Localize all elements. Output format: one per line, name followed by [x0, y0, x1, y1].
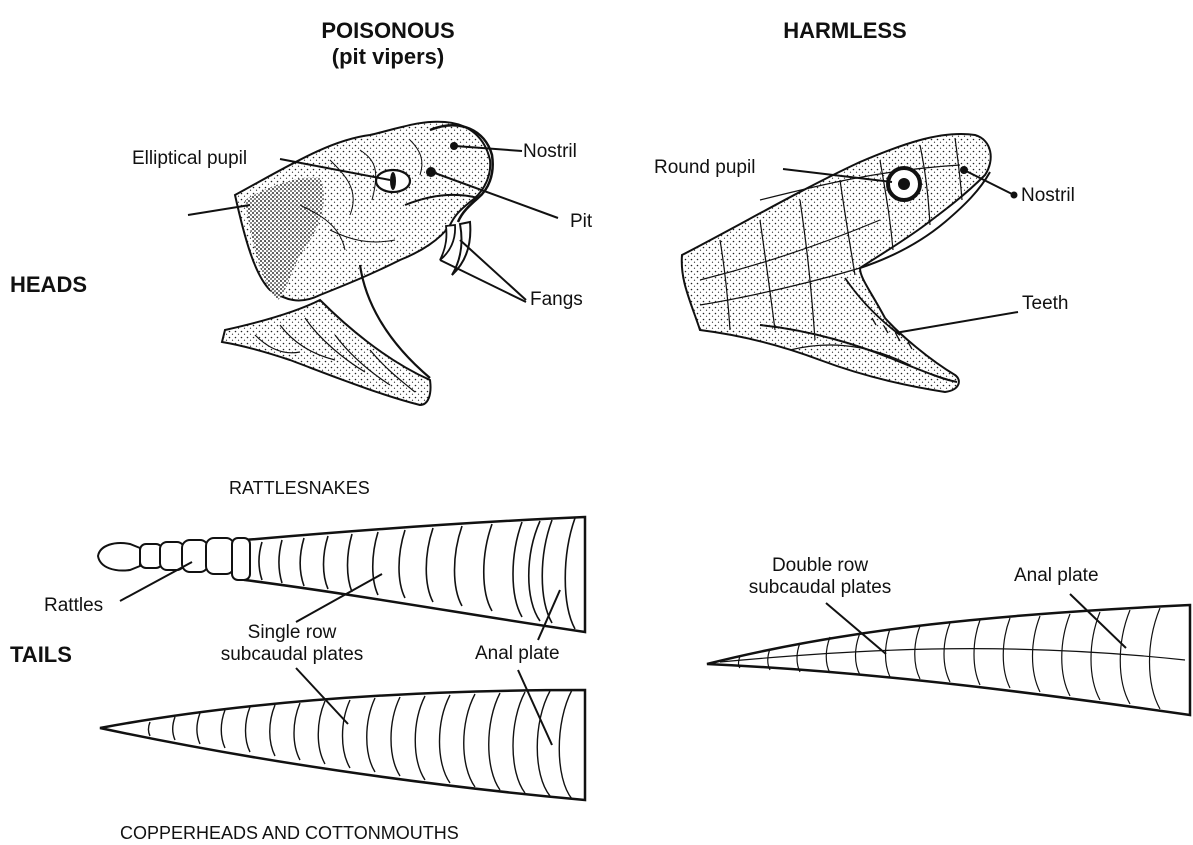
poisonous-title: POISONOUS — [308, 18, 468, 44]
poisonous-subtitle: (pit vipers) — [308, 44, 468, 70]
poisonous-column-title: POISONOUS (pit vipers) — [308, 18, 468, 70]
harmless-nostril-label: Nostril — [1021, 185, 1075, 207]
single-row-plates-label: Single row subcaudal plates — [197, 622, 387, 666]
single-row-plates-line1: Single row — [197, 622, 387, 644]
teeth-label: Teeth — [1022, 293, 1068, 315]
pit-viper-head — [222, 122, 493, 405]
double-row-plates-line1: Double row — [725, 555, 915, 577]
pit-label: Pit — [570, 211, 592, 233]
round-pupil-label: Round pupil — [654, 157, 755, 179]
elliptical-pupil-label: Elliptical pupil — [132, 148, 247, 170]
rattlesnake-tail — [98, 517, 585, 632]
pit-viper-nostril-label: Nostril — [523, 141, 577, 163]
single-row-plates-line2: subcaudal plates — [197, 644, 387, 666]
harmless-anal-plate-label: Anal plate — [1014, 565, 1099, 587]
tails-row-label: TAILS — [10, 642, 72, 668]
rattles-label: Rattles — [44, 595, 103, 617]
double-row-plates-line2: subcaudal plates — [725, 577, 915, 599]
harmless-tail — [707, 605, 1190, 715]
rattlesnakes-label: RATTLESNAKES — [229, 478, 370, 499]
harmless-title: HARMLESS — [760, 18, 930, 44]
heads-row-label: HEADS — [10, 272, 87, 298]
rattlesnake-anal-plate-label: Anal plate — [475, 643, 560, 665]
copperheads-cottonmouths-label: COPPERHEADS AND COTTONMOUTHS — [120, 823, 459, 844]
copperhead-tail — [100, 690, 585, 800]
fangs-label: Fangs — [530, 289, 583, 311]
double-row-plates-label: Double row subcaudal plates — [725, 555, 915, 599]
